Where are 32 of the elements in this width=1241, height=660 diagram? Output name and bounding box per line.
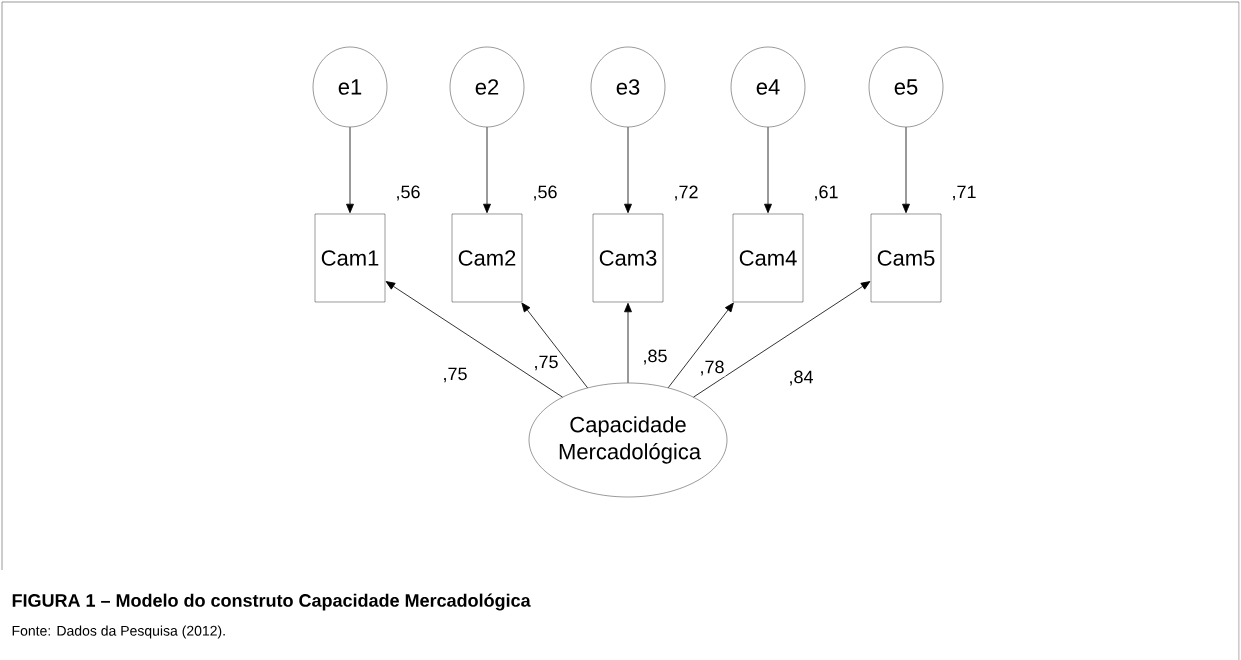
r-squared-label: ,61 — [815, 185, 838, 201]
r-squared-label: ,71 — [953, 185, 976, 201]
edge-label: ,85 — [644, 349, 667, 365]
r-squared-label: ,56 — [397, 185, 420, 201]
variable-box: Cam4 — [732, 213, 804, 303]
r-squared-label: ,72 — [675, 185, 698, 201]
edge-label: ,78 — [701, 360, 724, 376]
arrow — [624, 302, 632, 384]
arrow — [902, 126, 910, 214]
arrow — [624, 126, 632, 214]
edge-label: ,75 — [444, 367, 467, 383]
circle-node: e3 — [590, 46, 666, 128]
arrow — [521, 302, 588, 389]
edge-label: ,75 — [535, 355, 558, 371]
r-squared-label: ,56 — [534, 185, 557, 201]
circle-node: e4 — [730, 46, 806, 128]
arrow — [385, 281, 563, 398]
arrow — [346, 126, 354, 214]
variable-box: Cam3 — [592, 213, 664, 303]
arrow — [667, 302, 734, 389]
circle-node: e2 — [449, 46, 525, 128]
variable-box: Cam5 — [870, 213, 942, 303]
variable-box: Cam1 — [314, 213, 386, 303]
circle-node: e5 — [868, 46, 944, 128]
figure-caption: FIGURA 1 – Modelo do construto Capacidade Mercadológica — [12, 593, 531, 611]
source-note: Fonte: Dados da Pesquisa (2012). — [12, 625, 225, 639]
arrow — [693, 281, 871, 398]
edge-label: ,84 — [790, 370, 813, 386]
circle-node: e1 — [312, 46, 388, 128]
variable-box: Cam2 — [451, 213, 523, 303]
arrow — [764, 126, 772, 214]
arrow — [483, 126, 491, 214]
